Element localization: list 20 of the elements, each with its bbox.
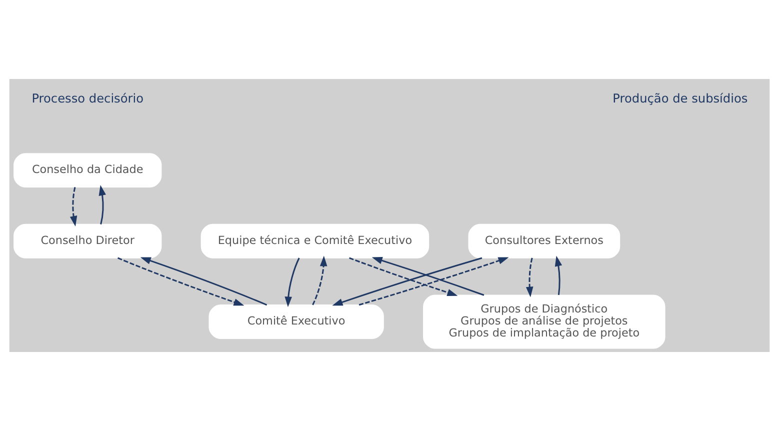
arrow bbox=[358, 257, 509, 306]
arrow bbox=[70, 187, 78, 226]
arrow bbox=[118, 257, 244, 306]
label: Processo decisório bbox=[32, 92, 144, 106]
arrow bbox=[349, 257, 458, 296]
node-box: Equipe técnica e Comitê Executivo bbox=[200, 224, 430, 258]
node-box: Consultores Externos bbox=[468, 224, 620, 258]
arrow bbox=[526, 258, 534, 298]
node-box: Grupos de Diagnóstico Grupos de análise de projetos Grupos de implantação de projeto bbox=[423, 294, 666, 349]
node-box: Comitê Executivo bbox=[208, 304, 384, 339]
arrow bbox=[140, 257, 268, 306]
arrow bbox=[554, 256, 562, 296]
arrow bbox=[98, 185, 106, 224]
label: Produção de subsídios bbox=[612, 92, 748, 106]
node-box: Conselho Diretor bbox=[14, 224, 162, 258]
arrow bbox=[372, 256, 484, 296]
arrow bbox=[332, 257, 482, 306]
node-box: Conselho da Cidade bbox=[14, 153, 162, 188]
arrow bbox=[312, 256, 328, 306]
arrow bbox=[284, 258, 300, 308]
